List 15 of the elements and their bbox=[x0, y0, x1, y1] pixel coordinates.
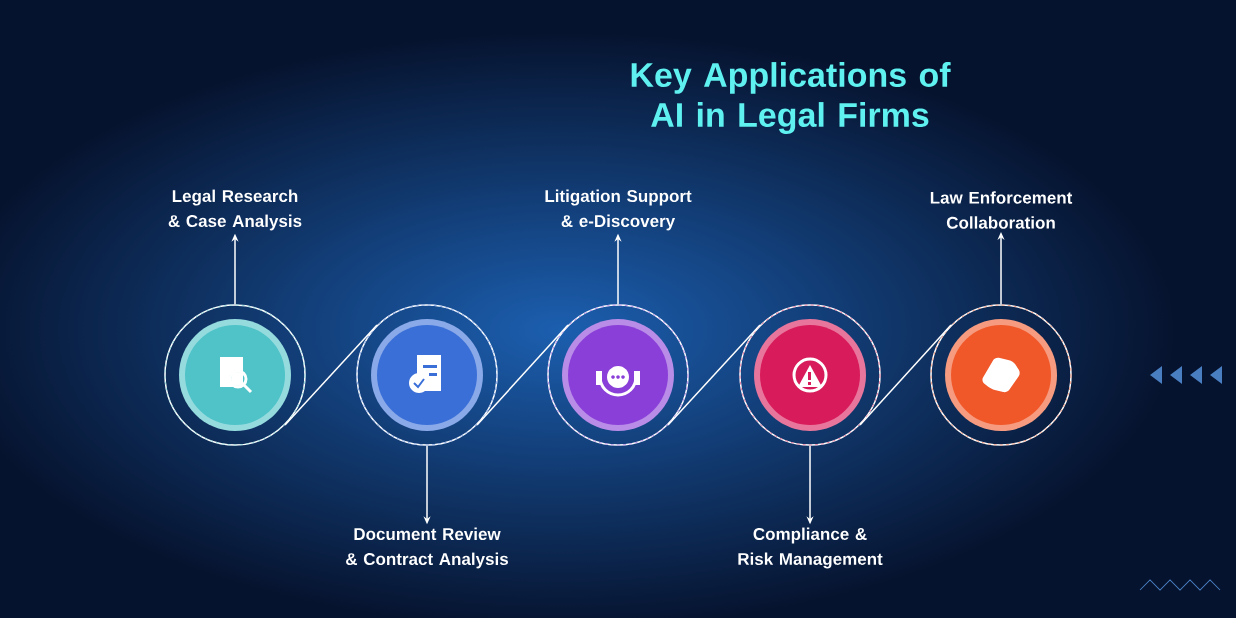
step-label: Law Enforcement Collaboration bbox=[930, 191, 1073, 229]
step-circle bbox=[739, 304, 881, 446]
step-label: Document Review & Contract Analysis bbox=[346, 527, 508, 569]
step-circle bbox=[930, 304, 1072, 446]
step-circle bbox=[164, 304, 306, 446]
step-label: Compliance & Risk Management bbox=[738, 527, 883, 569]
step-label: Legal Research & Case Analysis bbox=[168, 189, 302, 231]
connector-line bbox=[859, 324, 952, 426]
title: Key Applications of AI in Legal Firms bbox=[631, 62, 951, 134]
step-label: Litigation Support & e-Discovery bbox=[545, 189, 692, 231]
connector-line bbox=[667, 324, 761, 426]
connector-line bbox=[476, 324, 569, 426]
step-circle bbox=[356, 304, 498, 446]
connector-line bbox=[284, 324, 378, 426]
step-circle bbox=[547, 304, 689, 446]
